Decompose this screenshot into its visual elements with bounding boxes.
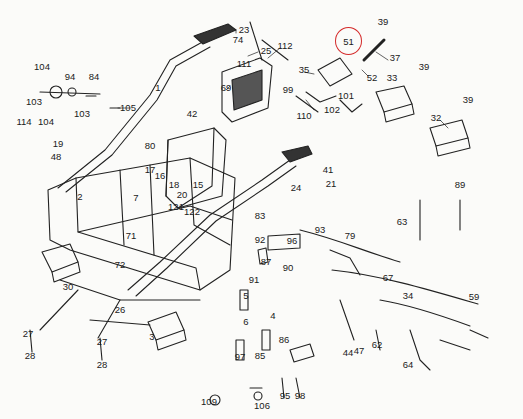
callout-number: 89	[454, 180, 467, 190]
callout-number: 26	[114, 305, 127, 315]
callout-number: 85	[254, 351, 267, 361]
callout-number: 64	[402, 360, 415, 370]
callout-number: 93	[314, 225, 327, 235]
callout-number: 72	[114, 260, 127, 270]
callout-number: 94	[64, 72, 77, 82]
callout-number: 37	[389, 53, 402, 63]
callout-number: 110	[295, 111, 312, 121]
callout-number: 6	[242, 317, 249, 327]
callout-number: 69	[220, 83, 233, 93]
callout-number: 121	[167, 202, 185, 212]
callout-number: 105	[119, 103, 137, 113]
callout-number: 30	[62, 282, 75, 292]
callout-number: 4	[269, 311, 276, 321]
callout-number: 39	[462, 95, 475, 105]
callout-number: 79	[344, 231, 357, 241]
callout-number: 28	[24, 351, 37, 361]
callout-number: 84	[88, 72, 101, 82]
callout-number: 18	[168, 180, 181, 190]
callout-number: 48	[50, 152, 63, 162]
callout-number: 74	[232, 35, 245, 45]
callout-number: 25	[260, 46, 273, 56]
callout-number: 42	[186, 109, 199, 119]
callout-number: 111	[236, 59, 252, 69]
callout-number: 33	[386, 73, 399, 83]
callout-number: 71	[125, 231, 138, 241]
callout-number: 102	[323, 105, 341, 115]
callout-number: 80	[144, 141, 157, 151]
callout-number: 3	[148, 332, 155, 342]
callout-number: 32	[430, 113, 443, 123]
callout-number: 67	[382, 273, 395, 283]
callout-number: 17	[144, 165, 157, 175]
callout-number: 35	[298, 65, 311, 75]
callout-number: 104	[37, 117, 55, 127]
callout-number: 2	[76, 192, 83, 202]
callout-number: 90	[282, 263, 295, 273]
callout-number: 122	[183, 207, 201, 217]
callout-number: 109	[200, 397, 218, 407]
callout-number: 41	[322, 165, 335, 175]
callout-number: 51	[343, 36, 354, 47]
callout-number: 20	[176, 190, 189, 200]
callout-number: 83	[254, 211, 267, 221]
callout-number: 23	[238, 25, 251, 35]
callout-number: 28	[96, 360, 109, 370]
callout-number: 21	[325, 179, 338, 189]
callout-number: 98	[294, 391, 307, 401]
callout-number: 27	[96, 337, 109, 347]
callout-number: 97	[234, 352, 247, 362]
callout-number: 104	[33, 62, 51, 72]
callout-number: 101	[337, 91, 355, 101]
callout-number: 27	[22, 329, 35, 339]
callout-number: 96	[286, 236, 299, 246]
callout-number: 106	[253, 401, 271, 411]
callout-number: 99	[282, 85, 295, 95]
callout-number: 103	[73, 109, 91, 119]
callout-number: 39	[418, 62, 431, 72]
callout-number: 114	[15, 117, 32, 127]
callout-number: 16	[154, 171, 167, 181]
callout-number: 63	[396, 217, 409, 227]
callout-number: 86	[278, 335, 291, 345]
callout-number: 15	[192, 180, 205, 190]
callout-number: 39	[377, 17, 390, 27]
callout-number: 52	[366, 73, 379, 83]
callout-number: 19	[52, 139, 65, 149]
callout-number: 112	[276, 41, 293, 51]
callout-number: 47	[353, 346, 366, 356]
callout-number: 92	[254, 235, 267, 245]
callout-number: 95	[279, 391, 292, 401]
callout-number: 1	[154, 83, 161, 93]
callout-number: 5	[242, 291, 249, 301]
callout-number: 103	[25, 97, 43, 107]
callout-number: 59	[468, 292, 481, 302]
highlight-circle: 51	[335, 27, 362, 55]
callout-number: 62	[371, 340, 384, 350]
callout-number: 91	[248, 275, 261, 285]
callout-number: 87	[260, 257, 273, 267]
callout-number: 24	[290, 183, 303, 193]
callout-number: 7	[132, 193, 139, 203]
callout-number: 34	[402, 291, 415, 301]
callout-number: 44	[342, 348, 355, 358]
